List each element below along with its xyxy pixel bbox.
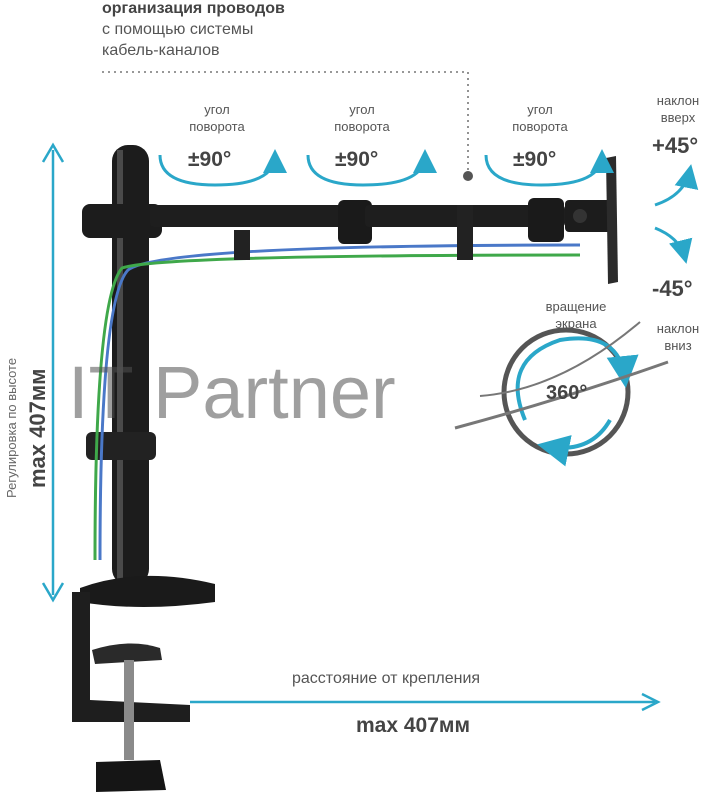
- tilt-down-arrow: [654, 226, 693, 264]
- pole-base: [80, 575, 215, 607]
- desk-clamp: [72, 592, 190, 722]
- cable-subtitle-line3: кабель-каналов: [102, 42, 220, 59]
- arm-joint-right: [528, 198, 564, 242]
- vesa-plate: [606, 156, 618, 284]
- cable-subtitle-line2: с помощью системы: [102, 21, 254, 38]
- tilt-up-arrow: [654, 164, 699, 207]
- clamp-plate: [92, 643, 162, 664]
- rotation-arc-2: [306, 149, 437, 187]
- screen-rotation-value: 360°: [546, 382, 588, 404]
- cable-green: [93, 253, 581, 561]
- height-label: Регулировка по высоте: [4, 357, 19, 498]
- clamp-screw: [124, 660, 134, 760]
- cable-leader-dot: [463, 171, 473, 181]
- distance-value: max 407мм: [356, 714, 470, 737]
- height-value: max 407мм: [25, 368, 50, 488]
- rotation-value-3: ±90°: [513, 148, 557, 171]
- pole-collar: [86, 432, 156, 460]
- tilt-up-value: +45°: [652, 133, 699, 158]
- cable-blue: [98, 243, 581, 561]
- tilt-down-value: -45°: [652, 276, 693, 301]
- cable-leader-line: [102, 71, 469, 172]
- cable-clip: [234, 230, 250, 260]
- rotation-arc-3: [484, 149, 614, 187]
- tilt-head: [565, 200, 613, 232]
- rotation-value-2: ±90°: [335, 148, 379, 171]
- cable-title: организация проводов: [102, 0, 285, 17]
- cable-clip: [457, 205, 473, 260]
- rotation-arc-1: [158, 149, 287, 187]
- watermark: IT Partner: [68, 351, 396, 434]
- clamp-knob: [96, 760, 166, 792]
- arm-joint-mid: [338, 200, 372, 244]
- screen-rotation-icon: [454, 321, 669, 467]
- rotation-value-1: ±90°: [188, 148, 232, 171]
- distance-label: расстояние от крепления: [292, 670, 481, 687]
- arm-segment-1: [150, 205, 350, 227]
- arm-joint-left: [82, 204, 162, 238]
